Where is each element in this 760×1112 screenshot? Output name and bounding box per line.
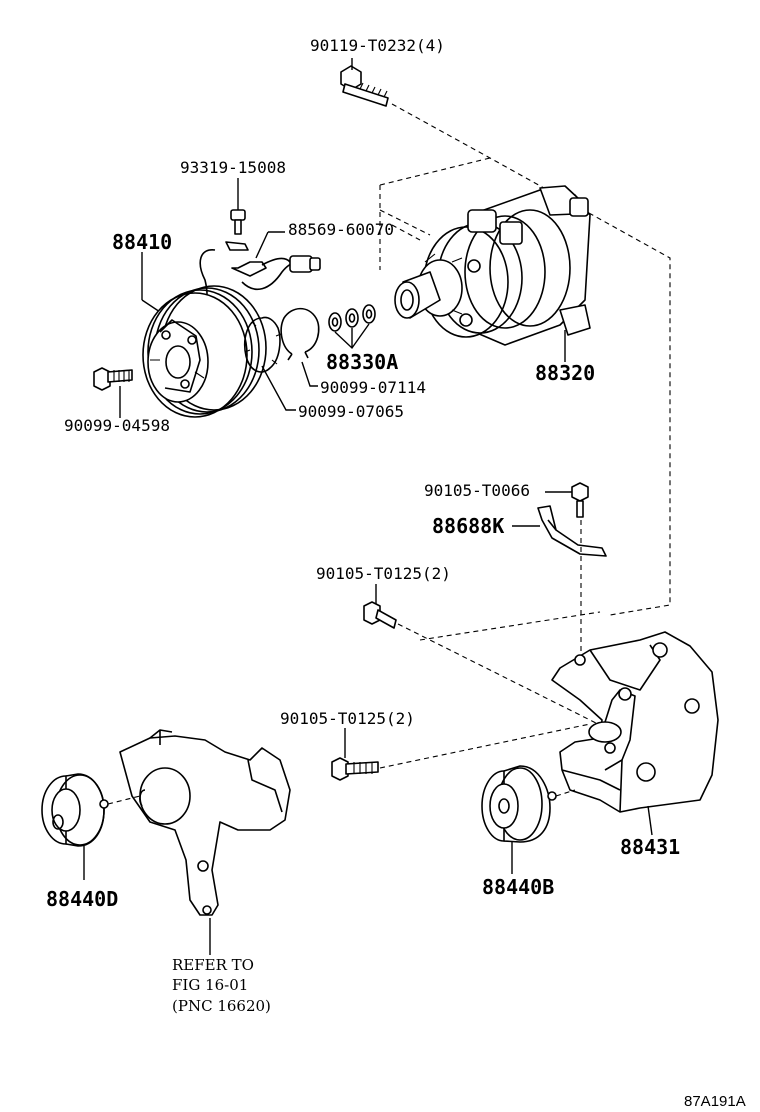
harness-connector — [199, 241, 321, 321]
callout-bracket: 88688K — [432, 514, 505, 538]
callout-clutch: 88410 — [112, 230, 173, 254]
figure-id: 87A191A — [684, 1093, 746, 1110]
callout-bolt-lower: 90105-T0125(2) — [280, 709, 415, 728]
callout-idler-right: 88440B — [482, 875, 555, 899]
bolt-mid — [363, 601, 397, 629]
callout-harness: 88569-60070 — [288, 220, 394, 239]
reference-line-3: (PNC 16620) — [172, 997, 271, 1015]
callout-bracket-bolt: 90105-T0066 — [424, 481, 530, 500]
idler-pulley-d — [41, 773, 109, 847]
callout-bolt-clutch: 90099-04598 — [64, 416, 170, 435]
callout-screw-clutch: 93319-15008 — [180, 158, 286, 177]
magnetic-clutch — [142, 285, 267, 418]
callout-snap-ring-inner: 90099-07065 — [298, 402, 404, 421]
idler-pulley-b — [481, 765, 557, 843]
callout-compressor: 88320 — [535, 361, 596, 385]
callout-shims: 88330A — [326, 350, 399, 374]
callout-snap-ring-outer: 90099-07114 — [320, 378, 426, 397]
bolt-lower — [331, 757, 379, 781]
bracket-main — [551, 631, 719, 813]
reference-line-1: REFER TO — [172, 956, 254, 974]
bracket-88688k — [537, 505, 607, 557]
engine-bracket — [119, 729, 291, 916]
bolt-top — [340, 65, 389, 107]
callout-bracket-main: 88431 — [620, 835, 681, 859]
bracket-bolt — [571, 482, 589, 518]
callout-idler-left: 88440D — [46, 887, 119, 911]
callout-bolt-mid: 90105-T0125(2) — [316, 564, 451, 583]
compressor — [379, 157, 591, 346]
clutch-bolt — [93, 367, 133, 391]
shims — [328, 304, 376, 332]
reference-line-2: FIG 16-01 — [172, 976, 249, 994]
clutch-screw — [230, 209, 246, 235]
snap-ring-outer — [280, 307, 320, 361]
snap-ring-inner — [244, 316, 282, 373]
callout-bolt-top: 90119-T0232(4) — [310, 36, 445, 55]
